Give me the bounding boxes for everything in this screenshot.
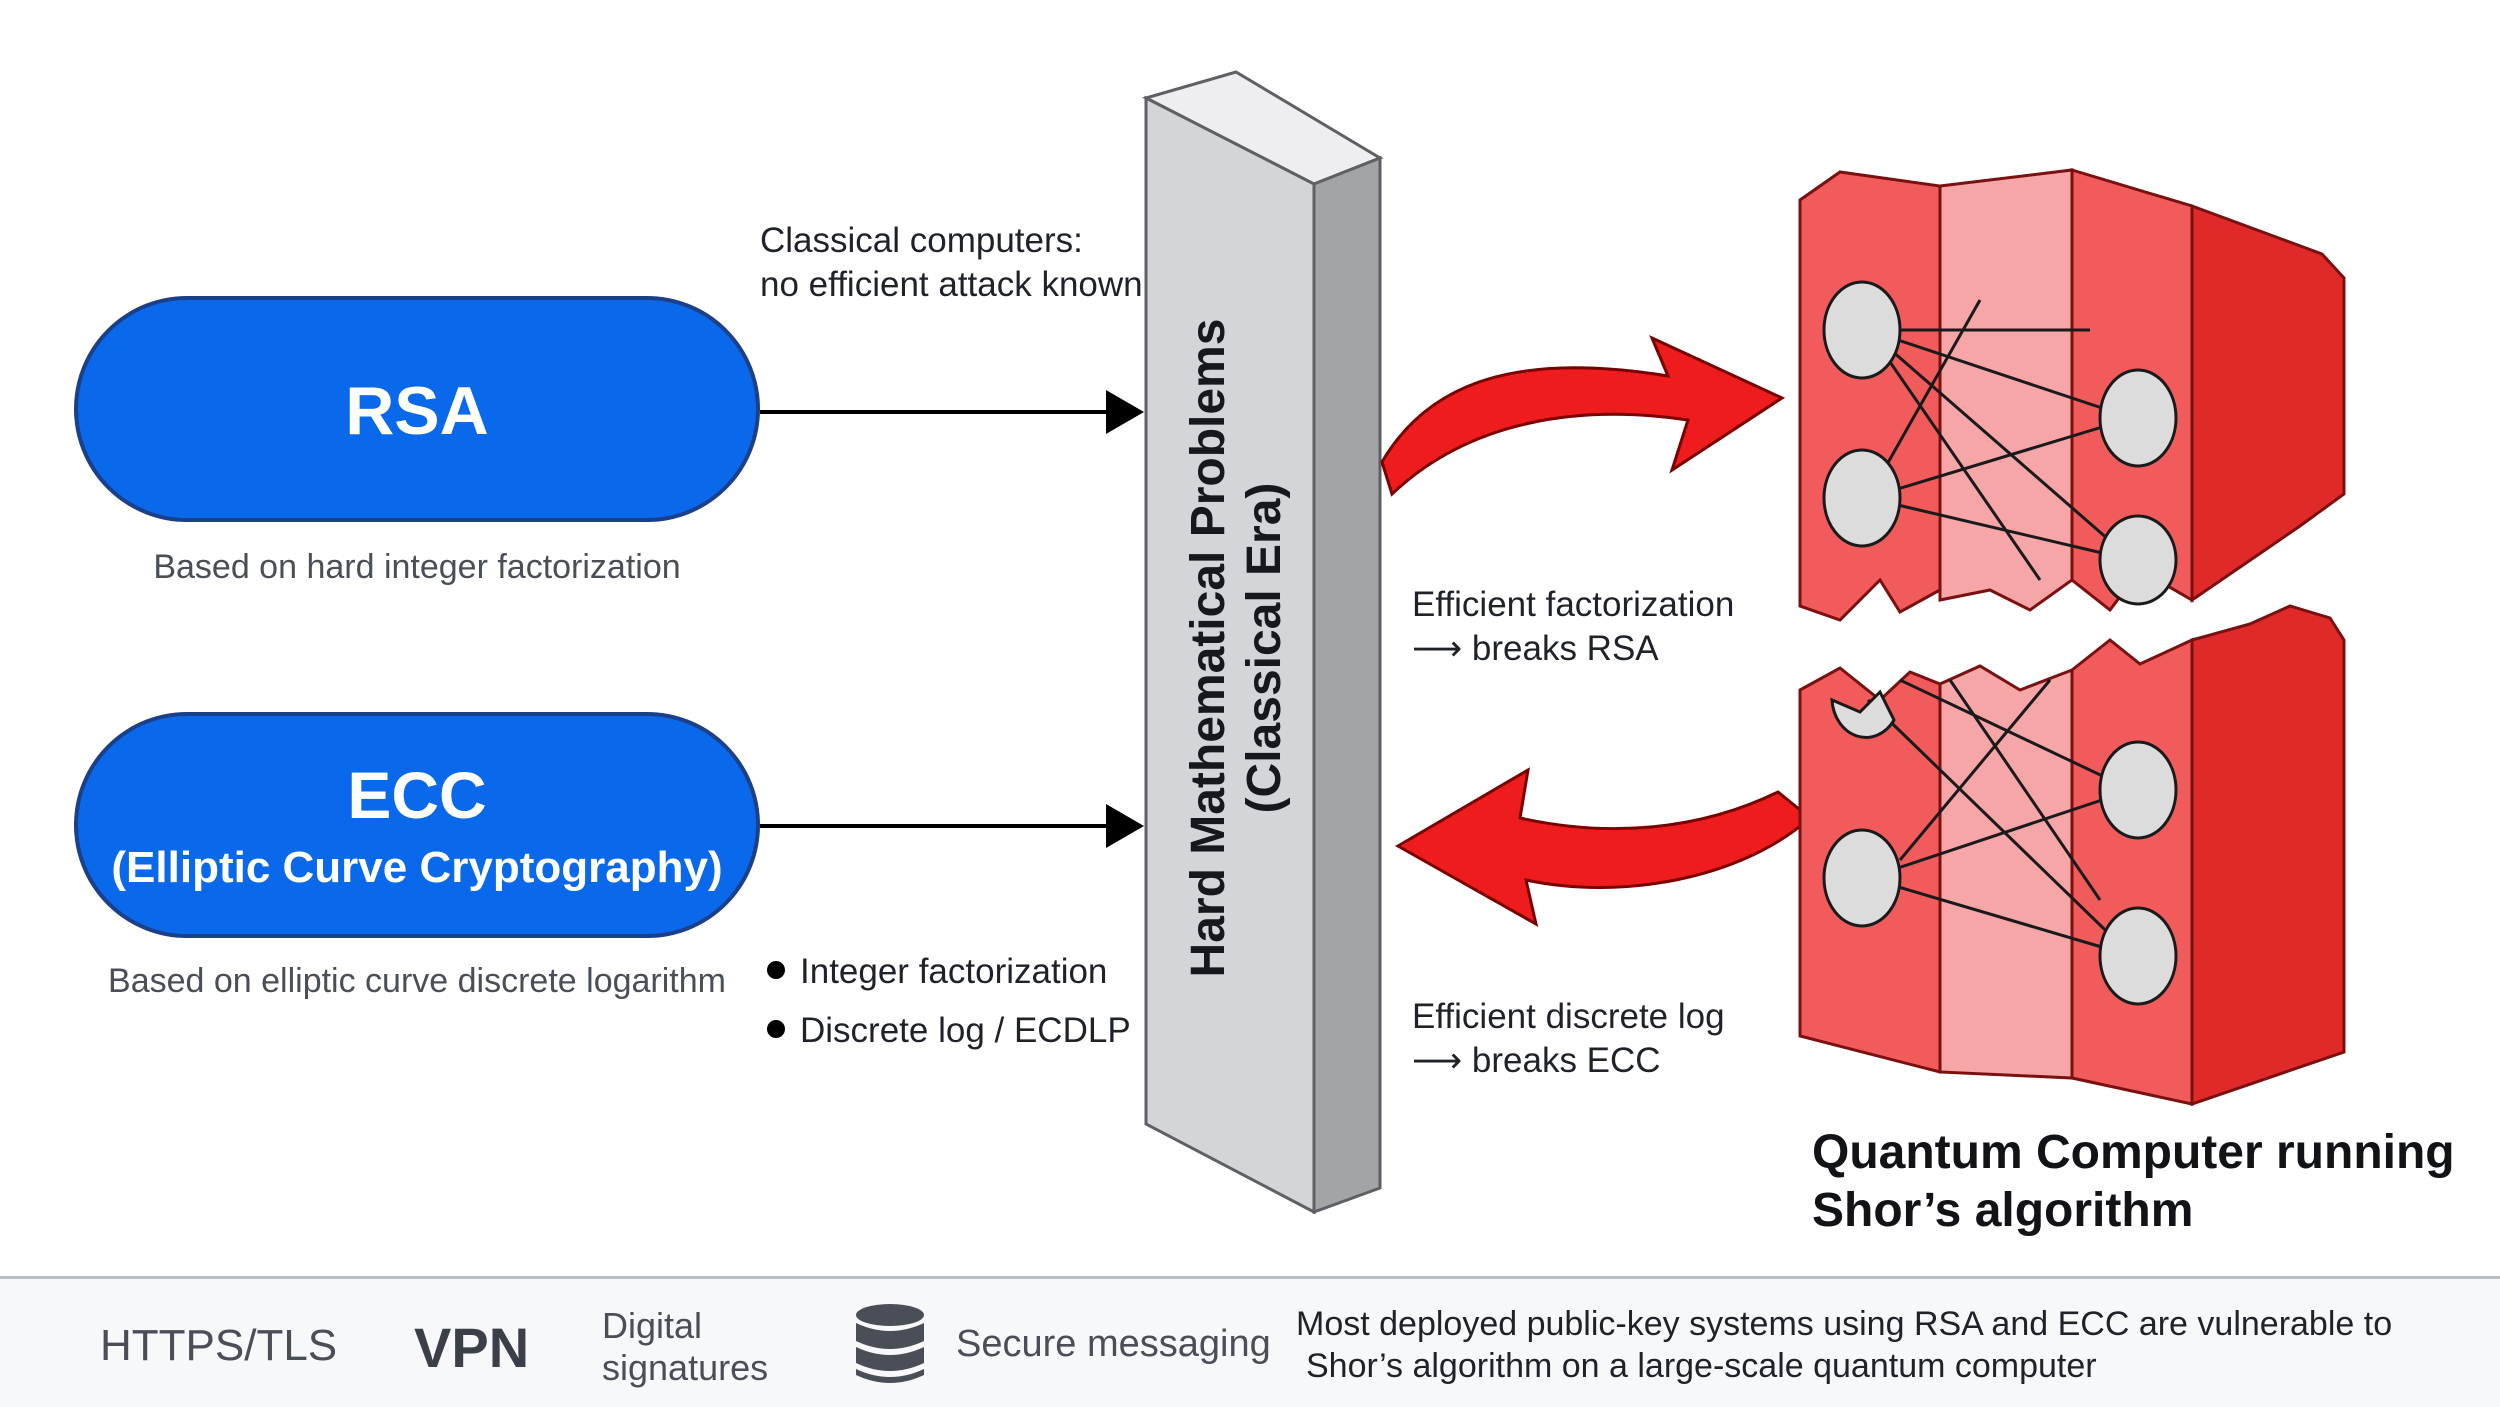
- ecc-pill: ECC (Elliptic Curve Cryptography): [74, 712, 760, 938]
- quantum-caption-line2: Shor’s algorithm: [1812, 1184, 2193, 1237]
- rsa-arrowhead: [1106, 390, 1144, 434]
- quantum-caption-line1: Quantum Computer running: [1812, 1126, 2455, 1179]
- classical-note-line1: Classical computers:: [760, 221, 1083, 260]
- bullet-icon: [767, 1020, 785, 1038]
- footer-digital-line1: Digital: [602, 1305, 703, 1346]
- attack-arrow-top: [1380, 335, 1786, 497]
- qubit-broken: [1830, 689, 1896, 739]
- quantum-bottom-middle: [1938, 664, 2074, 1080]
- footer-note-line1: Most deployed public-key systems using R…: [1296, 1305, 2393, 1343]
- rsa-title: RSA: [345, 373, 489, 449]
- quantum-top-side: [2190, 203, 2346, 603]
- qubit: [1822, 448, 1902, 548]
- database-icon: [854, 1303, 926, 1387]
- bullet-icon: [767, 961, 785, 979]
- qubit: [2098, 740, 2178, 840]
- ecc-title: ECC: [347, 758, 486, 832]
- wall-label-line1: Hard Mathematical Problems: [1182, 319, 1235, 978]
- footer-digital-line2: signatures: [602, 1347, 769, 1388]
- ecc-caption: Based on elliptic curve discrete logarit…: [108, 962, 726, 1000]
- quantum-bottom-right: [2070, 637, 2194, 1106]
- attack-rsa-line1: Efficient factorization: [1412, 585, 1734, 624]
- footer-digital-signatures: Digital signatures: [602, 1305, 802, 1389]
- footer-note-line2: Shor’s algorithm on a large-scale quantu…: [1306, 1347, 2097, 1385]
- ecc-subtitle: (Elliptic Curve Cryptography): [111, 843, 722, 892]
- red-arrow-top: [1380, 335, 1786, 497]
- ecc-pill-shape: [74, 712, 760, 938]
- quantum-bottom-side: [2190, 604, 2346, 1107]
- wall: Hard Mathematical Problems (Classical Er…: [1141, 70, 1384, 1215]
- problem-item: Discrete log / ECDLP: [800, 1011, 1131, 1050]
- quantum-top-left: [1798, 170, 1942, 622]
- rsa-pill-shape: [74, 296, 760, 522]
- rsa-pill: RSA: [74, 296, 760, 522]
- problem-item: Integer factorization: [800, 952, 1107, 991]
- footer-vpn: VPN: [414, 1316, 530, 1379]
- attack-arrow-bottom: [1394, 767, 1813, 927]
- footer-https: HTTPS/TLS: [100, 1321, 338, 1370]
- attack-ecc-line2: ⟶ breaks ECC: [1412, 1041, 1661, 1080]
- attack-rsa-line2: ⟶ breaks RSA: [1412, 629, 1659, 668]
- red-arrow-bottom: [1394, 767, 1813, 927]
- wall-front: [1144, 95, 1316, 1215]
- wall-label-line2: (Classical Era): [1238, 483, 1291, 814]
- rsa-caption: Based on hard integer factorization: [153, 548, 680, 586]
- qubit: [2098, 368, 2178, 468]
- footer-secure-messaging: Secure messaging: [956, 1323, 1271, 1365]
- qubit: [2098, 514, 2178, 606]
- attack-ecc-line1: Efficient discrete log: [1412, 997, 1725, 1036]
- footer-bar: HTTPS/TLS VPN Digital signatures Secure …: [0, 1276, 2500, 1407]
- qubit: [1822, 280, 1902, 380]
- quantum-computer: [1798, 167, 2346, 1107]
- ecc-arrowhead: [1106, 804, 1144, 848]
- wall-side: [1312, 155, 1382, 1215]
- footer-note: Most deployed public-key systems using R…: [1296, 1303, 2456, 1387]
- qubit: [1822, 828, 1902, 928]
- classical-note-line2: no efficient attack known: [760, 265, 1143, 304]
- qubit-connections: [1866, 299, 2134, 958]
- qubit: [2098, 906, 2178, 1006]
